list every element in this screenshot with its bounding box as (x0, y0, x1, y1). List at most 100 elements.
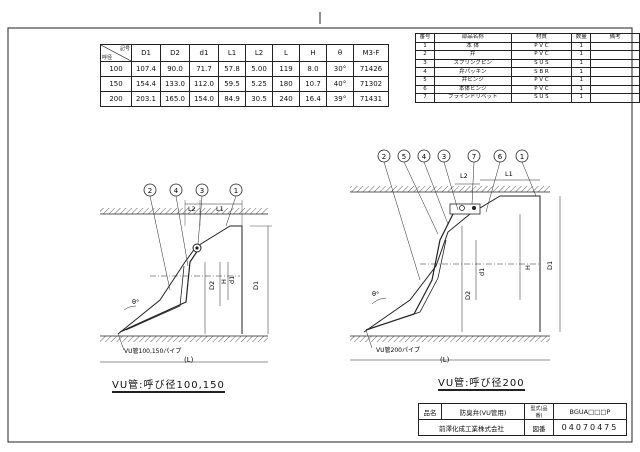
left-balloon-3: 3 (200, 187, 204, 195)
drawing-number: 04070475 (553, 419, 627, 436)
right-balloon-2: 2 (382, 153, 386, 161)
product-name: 防臭弁(VU管用) (441, 403, 525, 420)
right-dim-l: (L) (440, 356, 450, 364)
right-caption: VU管:呼び径200 (438, 374, 525, 391)
parts-row: 2 弁 P V C 1 (415, 50, 640, 60)
part-qty: 1 (571, 58, 592, 69)
left-dim-l: (L) (184, 356, 194, 364)
right-balloon-4: 4 (422, 153, 427, 161)
right-pipe-wall-bottom (350, 336, 550, 342)
header-d1: D1 (131, 44, 161, 62)
part-note (590, 75, 640, 86)
header-h: H (299, 44, 327, 62)
part-qty: 1 (571, 67, 592, 77)
right-valve-drawing: 2 5 4 3 7 6 1 L2 L1 (L) θ° D2 D1 H d1 VU… (350, 149, 561, 364)
part-material: S U S (510, 93, 573, 103)
right-pipe-label: VU管200パイプ (376, 346, 420, 354)
table-cell: 71431 (353, 91, 389, 107)
part-material: S U S (510, 58, 573, 69)
size-cell: 200 (100, 91, 132, 107)
part-note (590, 84, 640, 95)
table-cell: 180 (272, 76, 300, 92)
table-cell: 112.0 (189, 76, 219, 92)
left-dim-d1: D1 (252, 281, 260, 290)
part-material: P V C (510, 75, 573, 86)
left-dim-h: H (220, 279, 228, 284)
table-cell: 133.0 (160, 76, 190, 92)
company-name: 前澤化成工業株式会社 (418, 419, 525, 436)
right-balloon-3: 3 (442, 153, 446, 161)
part-note (590, 50, 640, 60)
part-qty: 1 (571, 84, 592, 95)
part-note (590, 41, 640, 52)
left-dim-d1-small: d1 (228, 276, 236, 284)
table-cell: 16.4 (299, 91, 327, 107)
size-cell: 100 (100, 61, 132, 77)
table-cell: 71426 (353, 61, 389, 77)
table-cell: 203.1 (131, 91, 161, 107)
left-pipe-wall-top (100, 208, 268, 214)
table-cell: 107.4 (131, 61, 161, 77)
drawing-no-label: 図番 (524, 419, 554, 436)
parts-row: 6 本体ヒンジ P V C 1 (415, 84, 640, 95)
table-cell: 57.8 (218, 61, 246, 77)
right-dim-d1-small: d1 (478, 268, 486, 276)
part-material: S B R (510, 67, 573, 77)
model-label: 型式(品番) (524, 403, 554, 420)
left-balloon-2: 2 (148, 187, 152, 195)
part-name: 弁ヒンジ (433, 75, 512, 86)
right-dim-h: H (524, 265, 532, 270)
part-qty: 1 (571, 50, 592, 60)
part-no: 7 (415, 93, 435, 103)
parts-header-no: 番号 (415, 33, 435, 43)
size-cell: 150 (100, 76, 132, 92)
table-cell: 8.0 (299, 61, 327, 77)
parts-header-name: 部品名称 (433, 33, 512, 43)
right-dim-d1: D1 (546, 261, 554, 270)
left-dim-l2: L2 (188, 205, 196, 213)
part-qty: 1 (571, 41, 592, 52)
corner-cell: 記号 呼径 (100, 44, 132, 62)
part-no: 5 (415, 75, 435, 86)
table-cell: 59.5 (218, 76, 246, 92)
part-material: P V C (510, 84, 573, 95)
part-name: 本体ヒンジ (433, 84, 512, 95)
table-cell: 40° (326, 76, 354, 92)
left-dim-theta: θ° (132, 298, 139, 306)
part-name: 本 体 (433, 41, 512, 52)
right-dim-d2: D2 (464, 291, 472, 300)
part-no: 1 (415, 41, 435, 52)
part-name: ブラインドリベット (433, 93, 512, 103)
header-d2: D2 (160, 44, 190, 62)
part-no: 6 (415, 84, 435, 95)
corner-bottom-label: 呼径 (102, 55, 113, 61)
right-balloon-1: 1 (520, 153, 524, 161)
part-note (590, 67, 640, 77)
part-material: P V C (510, 41, 573, 52)
parts-header-qty: 数量 (571, 33, 592, 43)
header-theta: θ (326, 44, 354, 62)
table-row: 200 203.1 165.0 154.0 84.9 30.5 240 16.4… (100, 91, 389, 107)
parts-row: 3 スプリングピン S U S 1 (415, 58, 640, 69)
left-pipe-label: VU管100,150パイプ (124, 347, 181, 355)
part-no: 4 (415, 67, 435, 77)
table-cell: 119 (272, 61, 300, 77)
part-no: 3 (415, 58, 435, 69)
table-cell: 84.9 (218, 91, 246, 107)
table-cell: 5.00 (245, 61, 273, 77)
table-cell: 39° (326, 91, 354, 107)
table-cell: 165.0 (160, 91, 190, 107)
part-note (590, 93, 640, 103)
part-material: P V C (510, 50, 573, 60)
part-name: スプリングピン (433, 58, 512, 69)
table-cell: 30.5 (245, 91, 273, 107)
right-balloon-5: 5 (402, 153, 406, 161)
table-cell: 240 (272, 91, 300, 107)
left-dim-l1: L1 (216, 205, 224, 213)
left-pipe-wall-bottom (100, 336, 268, 342)
left-caption: VU管:呼び径100,150 (112, 376, 225, 393)
parts-row: 5 弁ヒンジ P V C 1 (415, 75, 640, 86)
sheet-border (7, 27, 633, 443)
